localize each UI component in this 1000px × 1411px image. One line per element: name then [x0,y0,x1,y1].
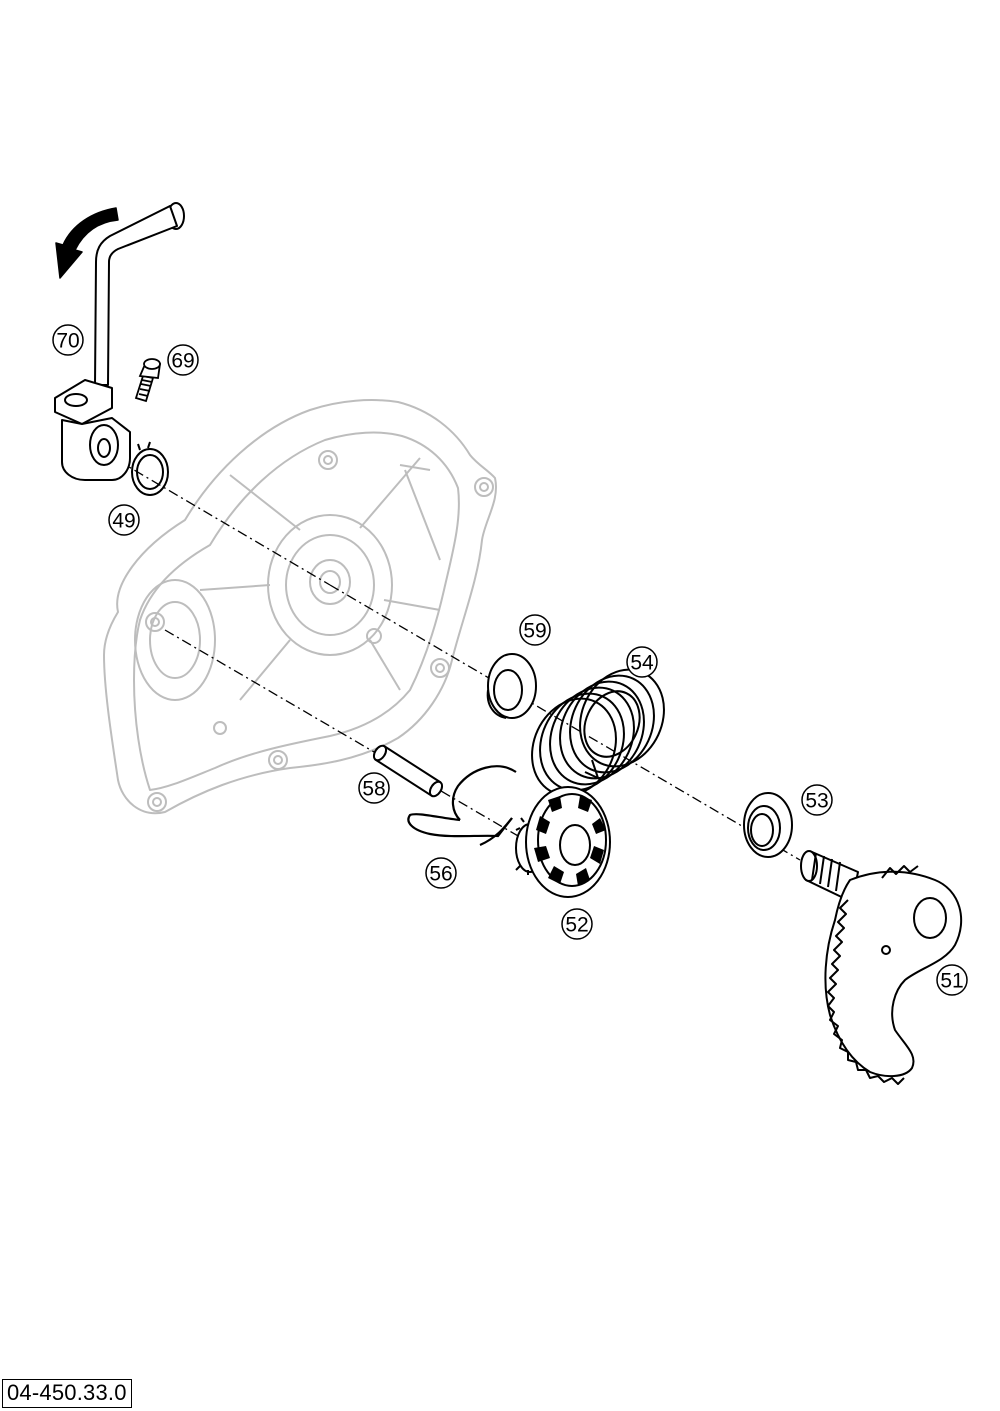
clamp-bolt [134,358,162,403]
svg-text:54: 54 [630,652,654,675]
callout-54: 54 [626,646,658,678]
callout-49: 49 [108,504,140,536]
kick-shaft-sector [800,850,963,1085]
thrust-washer [486,653,537,719]
circlip [131,441,169,496]
callout-70: 70 [52,324,84,356]
callout-59: 59 [519,614,551,646]
svg-text:51: 51 [940,970,963,993]
kick-start-lever [54,202,185,481]
return-spring [531,668,665,797]
callout-58: 58 [358,772,390,804]
curved-arrow-icon [55,207,119,279]
callout-56: 56 [425,857,457,889]
svg-text:52: 52 [565,914,588,937]
svg-text:70: 70 [56,330,79,353]
svg-text:56: 56 [429,863,452,886]
idler-gear [515,786,611,898]
wire-spring [407,765,517,847]
svg-text:53: 53 [805,790,828,813]
svg-text:58: 58 [362,778,385,801]
callout-69: 69 [167,344,199,376]
svg-text:49: 49 [112,510,135,533]
axis-kick-lever [99,449,331,586]
callout-51: 51 [936,964,968,996]
dowel-pin [372,744,444,798]
crankcase-cover-ghost [103,399,497,815]
svg-text:69: 69 [171,350,194,373]
axis-idler-pin [164,629,526,841]
svg-text:59: 59 [523,620,546,643]
shaft-seal [743,792,793,858]
callout-53: 53 [801,784,833,816]
drawing-number: 04-450.33.0 [2,1379,132,1408]
assembly-axis-lines [99,449,801,861]
callout-52: 52 [561,908,593,940]
